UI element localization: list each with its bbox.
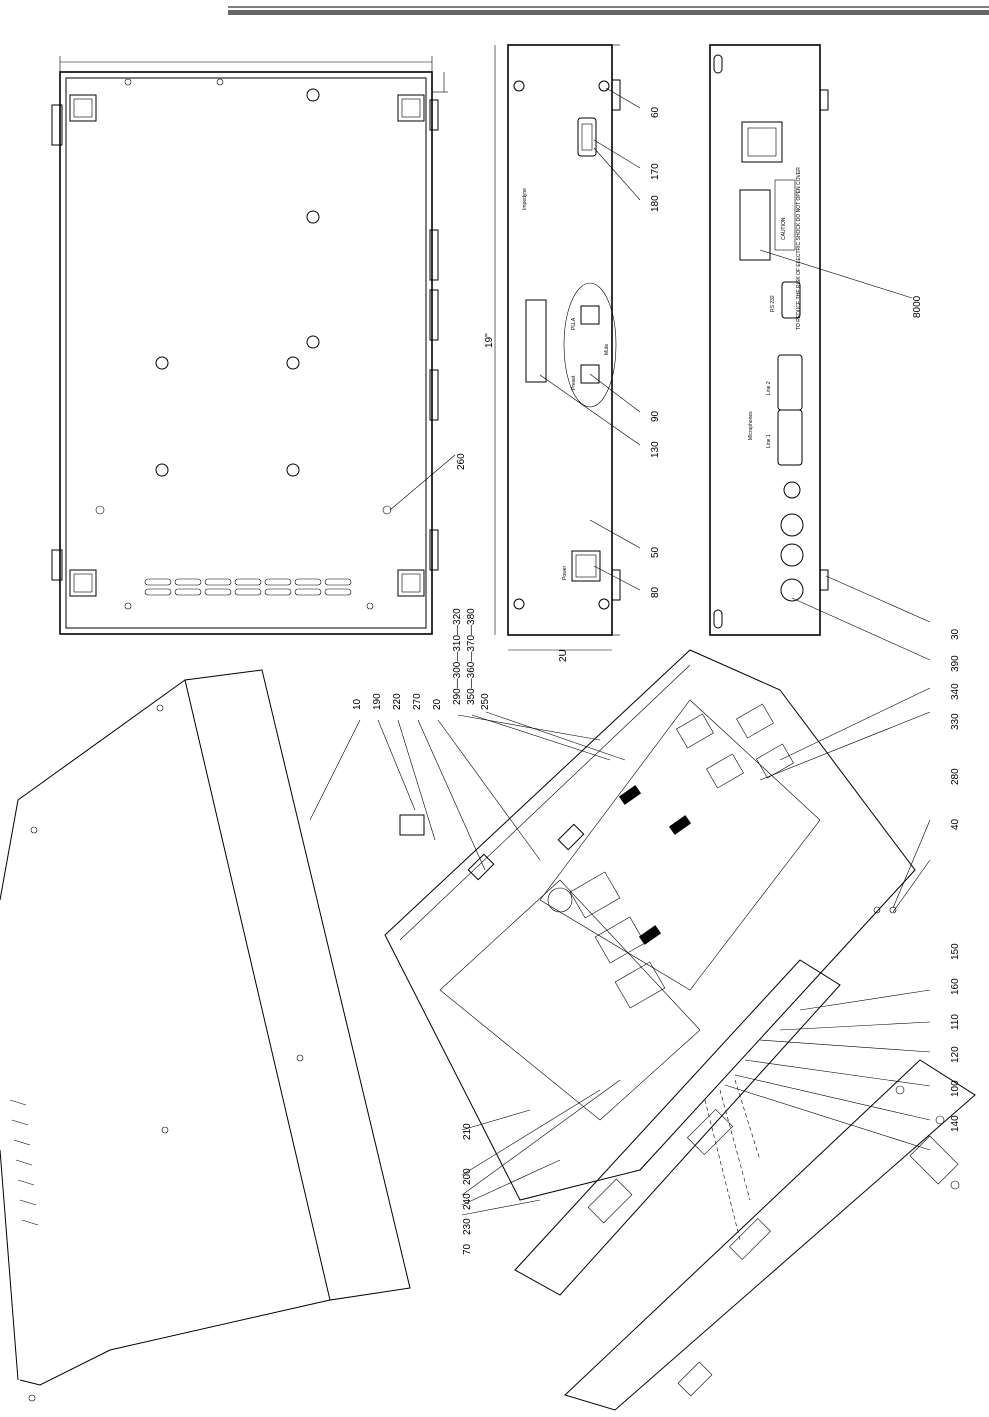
callout-170: 170 (650, 163, 661, 180)
callout-20: 20 (432, 698, 443, 710)
rear-plate (564, 1059, 976, 1411)
callout-260: 260 (456, 453, 467, 470)
callout-40: 40 (950, 818, 961, 830)
callout-240: 240 (462, 1193, 473, 1210)
callout-180: 180 (650, 195, 661, 212)
callout-120: 120 (950, 1046, 961, 1063)
callout-150: 150 (950, 943, 961, 960)
top-view: 260 (51, 56, 467, 635)
front-panel-view: Impedyne Power Preset PLLA Mute 19" 2U 6… (484, 44, 661, 662)
callout-220: 220 (392, 693, 403, 710)
callout-250: 250 (480, 693, 491, 710)
vent-slots (144, 578, 352, 596)
callout-350-380: 350—360—370—380 (466, 608, 477, 705)
callout-80: 80 (650, 586, 661, 598)
dim-height: 2U (558, 649, 569, 662)
exploded-leaders (309, 687, 931, 1216)
callout-8000: 8000 (912, 295, 923, 318)
callout-270: 270 (412, 693, 423, 710)
exploded-view: 10 190 220 270 20 290—300—310—320 350—36… (0, 608, 976, 1411)
callout-330: 330 (950, 713, 961, 730)
callout-70: 70 (462, 1243, 473, 1255)
rear-rs232: RS 232 (770, 295, 776, 312)
callout-160: 160 (950, 978, 961, 995)
callout-340: 340 (950, 683, 961, 700)
front-power-label: Power (562, 565, 568, 580)
callout-60: 60 (650, 106, 661, 118)
header-rule (228, 6, 989, 15)
front-mute-label: Mute (604, 344, 610, 355)
callout-10: 10 (352, 698, 363, 710)
hardware (399, 814, 897, 1241)
callout-90: 90 (650, 410, 661, 422)
front-brand: Impedyne (522, 188, 528, 210)
callout-130: 130 (650, 441, 661, 458)
callout-200: 200 (462, 1168, 473, 1185)
rear-line2: Line 2 (766, 381, 772, 395)
callout-280: 280 (950, 768, 961, 785)
dim-width: 19" (484, 333, 495, 348)
cover (0, 669, 411, 1402)
callout-290-320: 290—300—310—320 (452, 608, 463, 705)
cover-vents (9, 1099, 39, 1226)
callout-210: 210 (462, 1123, 473, 1140)
callout-30: 30 (950, 628, 961, 640)
rear-microphones: Microphones (748, 411, 754, 440)
callout-230: 230 (462, 1218, 473, 1235)
callout-390: 390 (950, 655, 961, 672)
front-preset-label: Preset (571, 375, 577, 390)
chassis (384, 649, 916, 1201)
callout-110: 110 (950, 1014, 961, 1030)
front-plate (514, 959, 841, 1296)
callout-100: 100 (950, 1080, 961, 1097)
callout-190: 190 (372, 693, 383, 710)
rear-warning: TO REDUCE THE RISK OF ELECTRIC SHOCK DO … (796, 167, 802, 330)
callout-50: 50 (650, 546, 661, 558)
rear-line1: Line 1 (766, 434, 772, 448)
front-mode-label: PLLA (571, 317, 577, 330)
rear-panel-view: CAUTION TO REDUCE THE RISK OF ELECTRIC S… (709, 44, 961, 672)
callout-140: 140 (950, 1115, 961, 1132)
rear-caution: CAUTION (781, 217, 787, 240)
